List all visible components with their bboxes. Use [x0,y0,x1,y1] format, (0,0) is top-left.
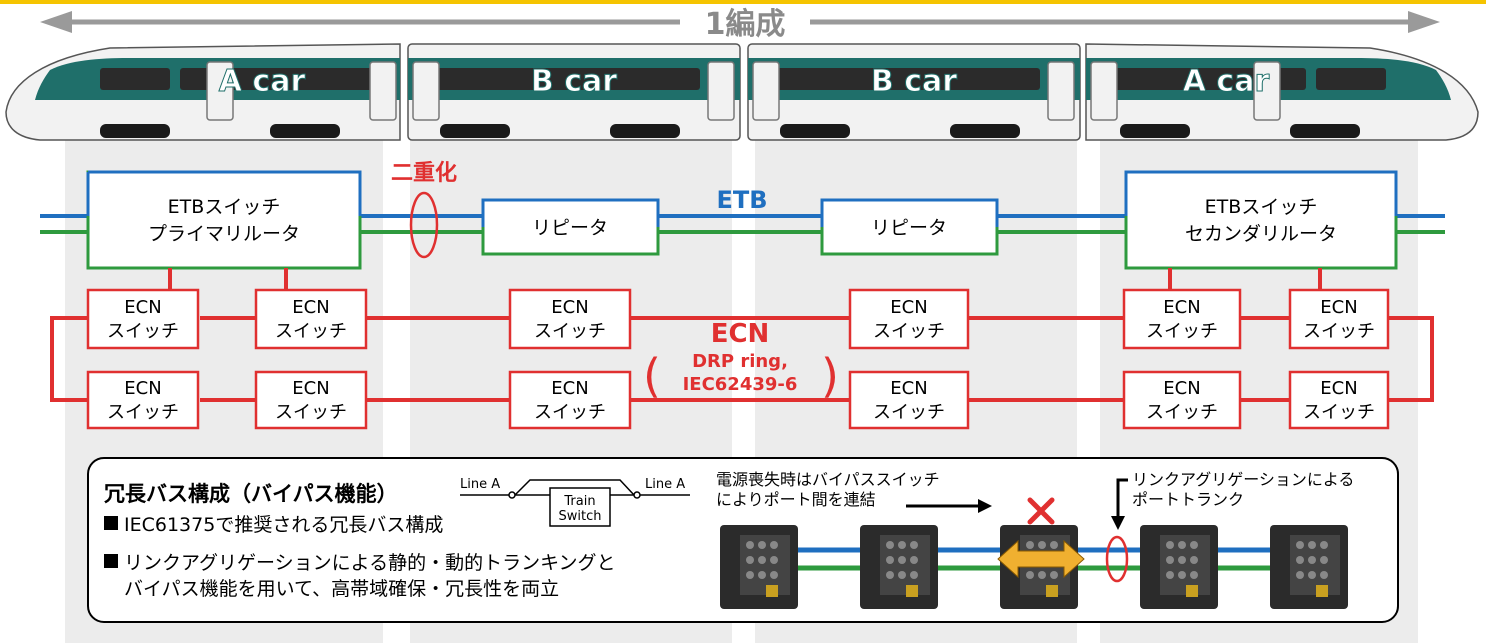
ecn-label: ECN [711,319,770,349]
bullet-square-icon [104,554,118,568]
ecn-switch: ECN スイッチ [1288,288,1390,350]
ecn-switch: ECN スイッチ [254,370,368,430]
ecn-switch-label: スイッチ [534,402,606,423]
device-icon [1140,525,1218,609]
ecn-switch-label: ECN [124,378,161,399]
info-bullet-text-1: IEC61375で推奨される冗長バス構成 [124,514,444,536]
ecn-switch-label: ECN [292,297,329,318]
ecn-switch-label: スイッチ [275,402,347,423]
formation-arrow [40,11,1440,33]
ecn-switch-label: ECN [551,297,588,318]
ecn-switch-label: ECN [551,378,588,399]
ecn-switch-label: ECN [1163,378,1200,399]
etb-secondary-router: ETBスイッチ セカンダリルータ [1124,170,1398,270]
primary-router-line2: プライマリルータ [148,223,300,245]
train: A car B car B car A car [5,43,1479,141]
redundancy-label: 二重化 [391,160,457,186]
ecn-paren-right: ) [821,349,839,403]
car-label-3: B car [871,64,957,99]
ecn-switch-label: スイッチ [1146,402,1218,423]
info-bullet-2: リンクアグリゲーションによる静的・動的トランキングと [104,550,616,576]
ecn-switch-label: ECN [890,297,927,318]
bypass-caption-line1: 電源喪失時はバイパススイッチ [716,470,940,489]
ecn-switch: ECN スイッチ [848,370,970,430]
trunk-ellipse [1105,535,1129,583]
ecn-switch: ECN スイッチ [508,370,632,430]
trunk-caption-line2: ポートトランク [1132,490,1245,509]
bypass-arrow-icon [997,539,1085,579]
ecn-switch-label: スイッチ [873,321,945,342]
ecn-switch-label: スイッチ [1303,321,1375,342]
bullet-square-icon [104,516,118,530]
repeater-label-2: リピータ [871,217,947,239]
ecn-switch-label: ECN [1320,378,1357,399]
power-loss-x-icon [1027,497,1055,525]
etb-label: ETB [716,186,767,214]
bypass-caption-line2: によりポート間を連結 [716,490,876,509]
train-switch-schematic: Line A Line A Train Switch [460,477,690,527]
primary-router-line1: ETBスイッチ [168,196,281,218]
secondary-router-line1: ETBスイッチ [1205,196,1318,218]
info-bullet-1: IEC61375で推奨される冗長バス構成 [104,512,443,538]
ecn-switch-label: ECN [1320,297,1357,318]
ecn-switch-label: スイッチ [1303,402,1375,423]
info-bullet-text-3: バイパス機能を用いて、高帯域確保・冗長性を両立 [124,578,560,600]
info-bullet-text-2: リンクアグリゲーションによる静的・動的トランキングと [124,552,616,574]
ecn-switch: ECN スイッチ [1122,288,1242,350]
trunk-caption-line1: リンクアグリゲーションによる [1132,470,1355,489]
schematic-line-left: Line A [460,477,500,492]
schematic-line-right: Line A [645,477,685,492]
ecn-paren-left: ( [643,349,661,403]
caption-arrows [906,478,1128,530]
repeater-label-1: リピータ [532,217,608,239]
secondary-router-line2: セカンダリルータ [1185,223,1337,245]
ecn-switch: ECN スイッチ [508,288,632,350]
ecn-sublabel-2: IEC62439-6 [683,374,798,395]
redundancy-marker: 二重化 [391,160,457,259]
schematic-box-line1: Train [563,494,595,509]
ecn-ring [50,268,1434,402]
ecn-switch-label: スイッチ [873,402,945,423]
ecn-switch-label: ECN [890,378,927,399]
ecn-switch-label: ECN [292,378,329,399]
device-icon [860,525,938,609]
info-title: 冗長バス構成（バイパス機能） [104,482,398,506]
formation-label: 1編成 [705,7,786,42]
ecn-switch-label: スイッチ [107,321,179,342]
info-bullet-3: バイパス機能を用いて、高帯域確保・冗長性を両立 [104,576,559,602]
bypass-caption: 電源喪失時はバイパススイッチ によりポート間を連結 [716,470,940,510]
etb-repeater-2: リピータ [820,198,999,256]
ecn-switch-label: スイッチ [1146,321,1218,342]
device-icon [720,525,798,609]
ecn-switch: ECN スイッチ [1122,370,1242,430]
schematic-box-line2: Switch [559,509,602,524]
ecn-switch-label: スイッチ [534,321,606,342]
device-illustrations [720,478,1348,609]
ecn-switch: ECN スイッチ [254,288,368,350]
etb-repeater-1: リピータ [481,198,660,256]
top-accent-bar [0,0,1486,4]
ecn-label-group: ECN DRP ring, IEC62439-6 ( ) [643,319,839,403]
car-label-1: A car [219,64,306,99]
ecn-switch: ECN スイッチ [848,288,970,350]
ecn-sublabel-1: DRP ring, [692,351,788,372]
ecn-switch: ECN スイッチ [1288,370,1390,430]
ecn-switch-label: ECN [1163,297,1200,318]
ecn-switch-label: スイッチ [275,321,347,342]
ecn-switch-label: スイッチ [107,402,179,423]
device-icon [1270,525,1348,609]
ecn-switch-label: ECN [124,297,161,318]
trunk-caption: リンクアグリゲーションによる ポートトランク [1132,470,1354,510]
car-label-2: B car [531,64,617,99]
ecn-switch: ECN スイッチ [86,370,200,430]
ecn-switch: ECN スイッチ [86,288,200,350]
etb-primary-router: ETBスイッチ プライマリルータ [86,170,362,270]
car-label-4: A car [1183,64,1270,99]
ecn-switches: ECN スイッチ ECN スイッチ ECN スイッチ ECN スイッチ ECN … [86,288,1390,430]
